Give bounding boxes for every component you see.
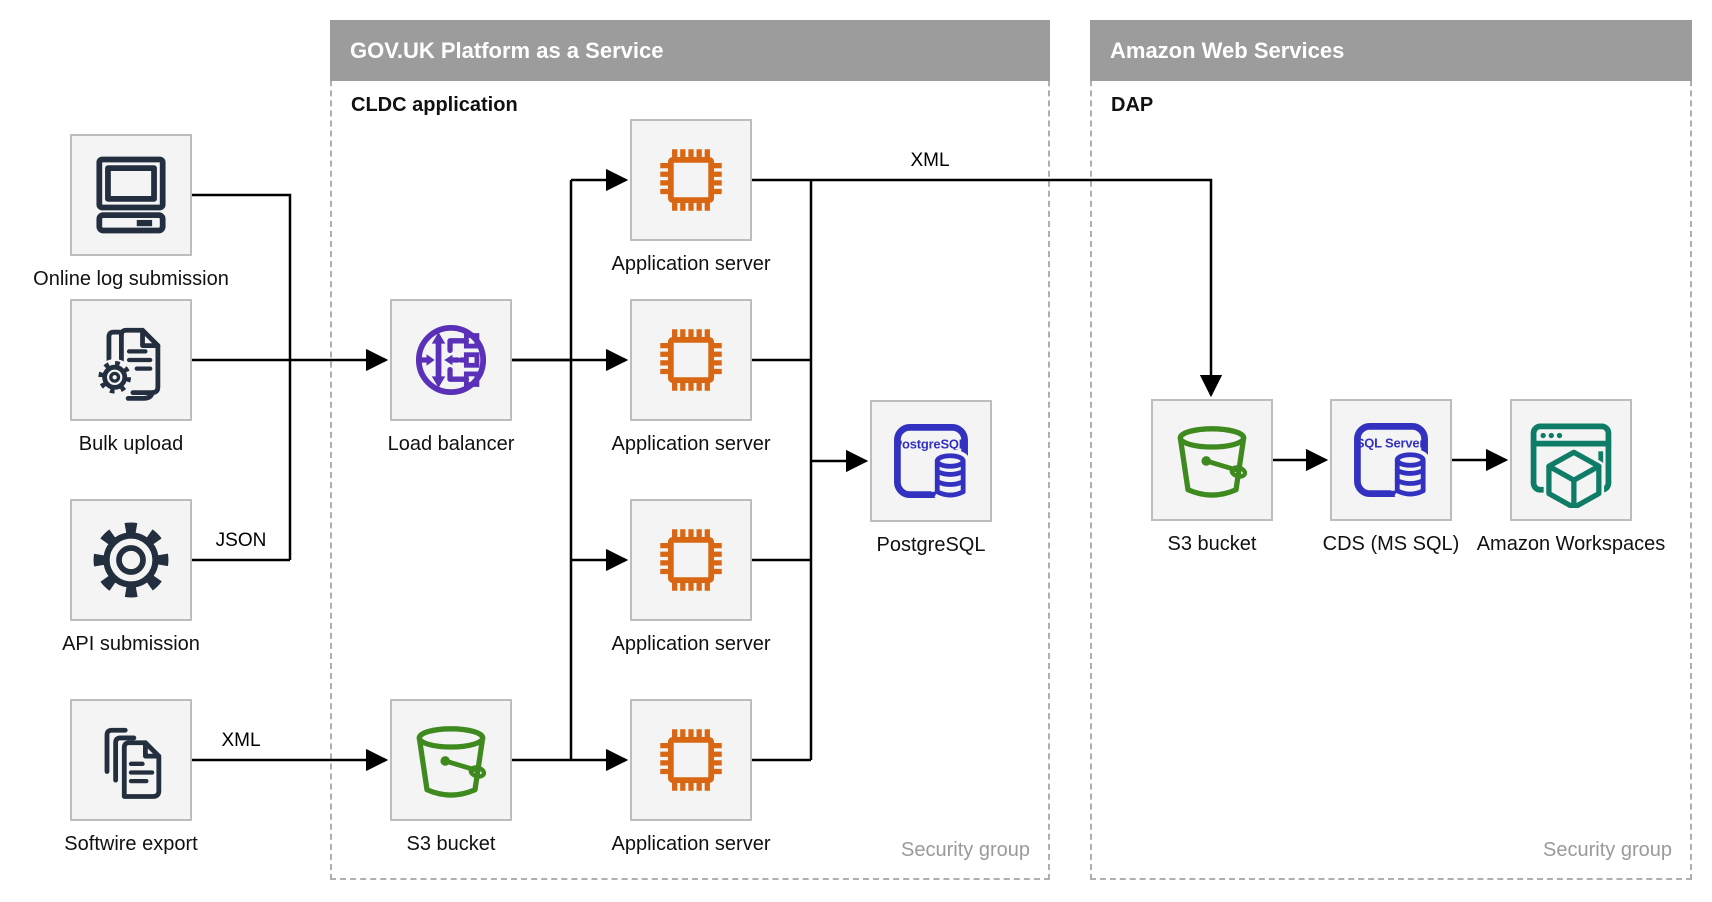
gear-icon: [93, 522, 169, 598]
region-aws-title: Amazon Web Services: [1110, 38, 1345, 63]
node-load-balancer[interactable]: Load balancer: [388, 299, 514, 455]
edge-xml-to-aws-s3: [811, 178, 1223, 398]
region-govuk-paas-subtitle: CLDC application: [351, 94, 518, 116]
node-api-submission[interactable]: API submission: [62, 499, 200, 655]
node-postgresql[interactable]: PostgreSQL PostgreSQL: [870, 400, 992, 556]
node-application-server-1[interactable]: Application server: [612, 119, 770, 275]
node-label: Application server: [611, 253, 771, 275]
node-amazon-workspaces[interactable]: Amazon Workspaces: [1477, 399, 1665, 555]
region-govuk-paas: GOV.UK Platform as a Service CLDC applic…: [330, 20, 1050, 880]
region-aws-header: Amazon Web Services: [1090, 20, 1692, 81]
node-label: Amazon Workspaces: [1476, 533, 1666, 555]
node-label: Application server: [611, 433, 771, 455]
node-label: S3 bucket: [1167, 533, 1257, 555]
region-aws: Amazon Web Services DAP Security group: [1090, 20, 1692, 880]
node-bulk-upload[interactable]: Bulk upload: [70, 299, 192, 455]
node-online-log-submission[interactable]: Online log submission: [33, 134, 229, 290]
node-label: Application server: [611, 833, 771, 855]
node-application-server-2[interactable]: Application server: [612, 299, 770, 455]
node-softwire-export[interactable]: Softwire export: [64, 699, 198, 855]
node-label: Online log submission: [33, 268, 229, 290]
edge-label-xml-export: XML: [217, 730, 265, 752]
node-label: Application server: [611, 633, 771, 655]
region-aws-security-group-label: Security group: [1543, 839, 1672, 861]
s3-bucket-icon: [416, 726, 487, 798]
chip-icon: [660, 149, 722, 211]
node-label: API submission: [62, 633, 200, 655]
edge-label-json: JSON: [211, 530, 271, 552]
sql-server-icon-text: SQL Server: [1356, 436, 1425, 451]
workspaces-icon: [1530, 423, 1612, 508]
node-label: Load balancer: [387, 433, 515, 455]
node-label: Softwire export: [64, 833, 198, 855]
chip-icon: [660, 329, 722, 391]
document-gear-icon: [96, 327, 161, 401]
region-govuk-paas-header: GOV.UK Platform as a Service: [330, 20, 1050, 81]
documents-stack-icon: [104, 727, 162, 799]
postgresql-icon-text: PostgreSQL: [894, 437, 967, 452]
node-label: S3 bucket: [406, 833, 496, 855]
region-govuk-paas-security-group-label: Security group: [901, 839, 1030, 861]
node-s3-bucket-aws[interactable]: S3 bucket: [1151, 399, 1273, 555]
node-cds-ms-sql[interactable]: SQL Server CDS (MS SQL): [1323, 399, 1459, 555]
node-label: PostgreSQL: [876, 534, 986, 556]
sql-server-database-icon: SQL Server: [1354, 423, 1430, 501]
edge-online-log-merge: [192, 193, 292, 560]
chip-icon: [660, 529, 722, 591]
edge-label-xml-transfer: XML: [906, 150, 954, 172]
node-application-server-3[interactable]: Application server: [612, 499, 770, 655]
s3-bucket-icon: [1177, 426, 1248, 498]
computer-icon: [96, 156, 166, 234]
region-govuk-paas-title: GOV.UK Platform as a Service: [350, 38, 664, 63]
chip-icon: [660, 729, 722, 791]
node-s3-bucket-paas[interactable]: S3 bucket: [390, 699, 512, 855]
load-balancer-icon: [415, 324, 487, 396]
postgresql-database-icon: PostgreSQL: [894, 424, 970, 502]
node-application-server-4[interactable]: Application server: [612, 699, 770, 855]
node-label: Bulk upload: [78, 433, 184, 455]
region-aws-subtitle: DAP: [1111, 94, 1154, 116]
node-label: CDS (MS SQL): [1322, 533, 1460, 555]
